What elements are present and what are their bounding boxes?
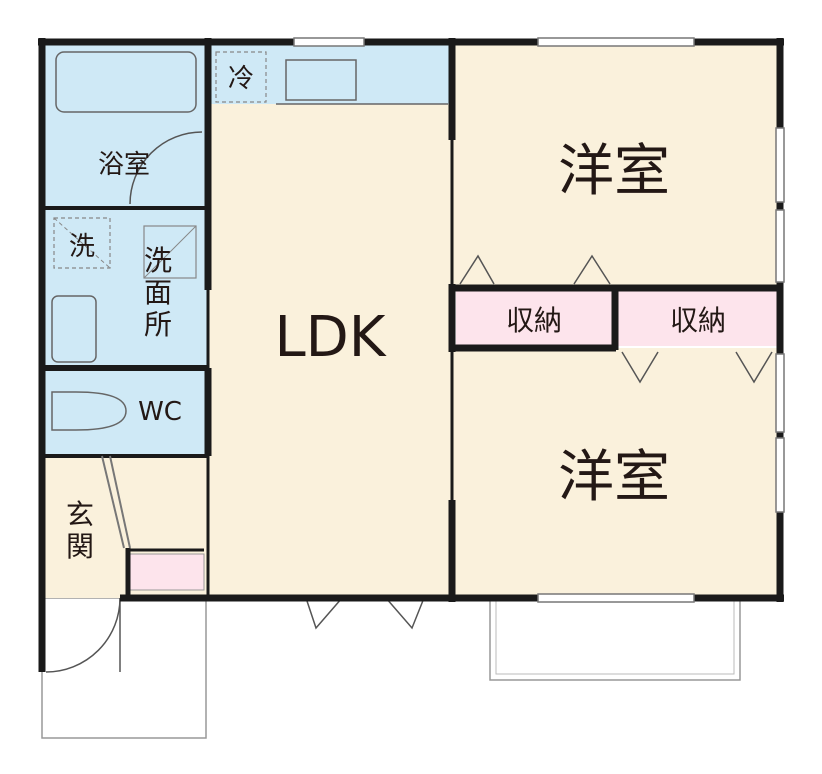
toilet-bowl (51, 391, 127, 431)
bedroom-upper-label: 洋室 (558, 139, 670, 204)
toilet-label: WC (138, 397, 182, 427)
entrance-porch (41, 597, 207, 739)
cabinet-box (143, 225, 197, 279)
interior-walls (204, 38, 782, 602)
bedroom-lower-label: 洋室 (558, 445, 670, 510)
closet-doors-lower (621, 351, 773, 384)
bath-label: 浴室 (98, 150, 150, 180)
entrance-label: 玄関 (66, 498, 94, 563)
washer-space-label: 洗 (69, 232, 95, 262)
ldk-label: LDK (274, 305, 386, 370)
bathtub (55, 51, 197, 113)
washroom-label: 洗面所 (144, 244, 172, 341)
bedroom-upper-floor (452, 42, 782, 288)
sink (285, 59, 357, 101)
inner-partitions (42, 206, 208, 598)
storage-left-floor (456, 290, 612, 346)
bedroom-lower-floor (452, 348, 782, 598)
bath-door-swing (129, 131, 203, 205)
entrance-door-swing (45, 597, 121, 673)
fridge-space-label: 冷 (228, 64, 254, 94)
washer-box (53, 217, 111, 269)
ldk-floor (208, 42, 452, 598)
closet-doors-upper (459, 254, 611, 285)
shoe-cabinet (127, 553, 205, 591)
wash-basin (51, 295, 97, 363)
fridge-box (215, 51, 267, 103)
windows (293, 37, 785, 603)
ldk-door-swings (305, 597, 425, 630)
thin-walls (206, 140, 454, 598)
storage-right-floor (618, 290, 778, 346)
balcony (489, 597, 741, 681)
storage-left-label: 収納 (506, 304, 562, 337)
storage-right-label: 収納 (670, 304, 726, 337)
